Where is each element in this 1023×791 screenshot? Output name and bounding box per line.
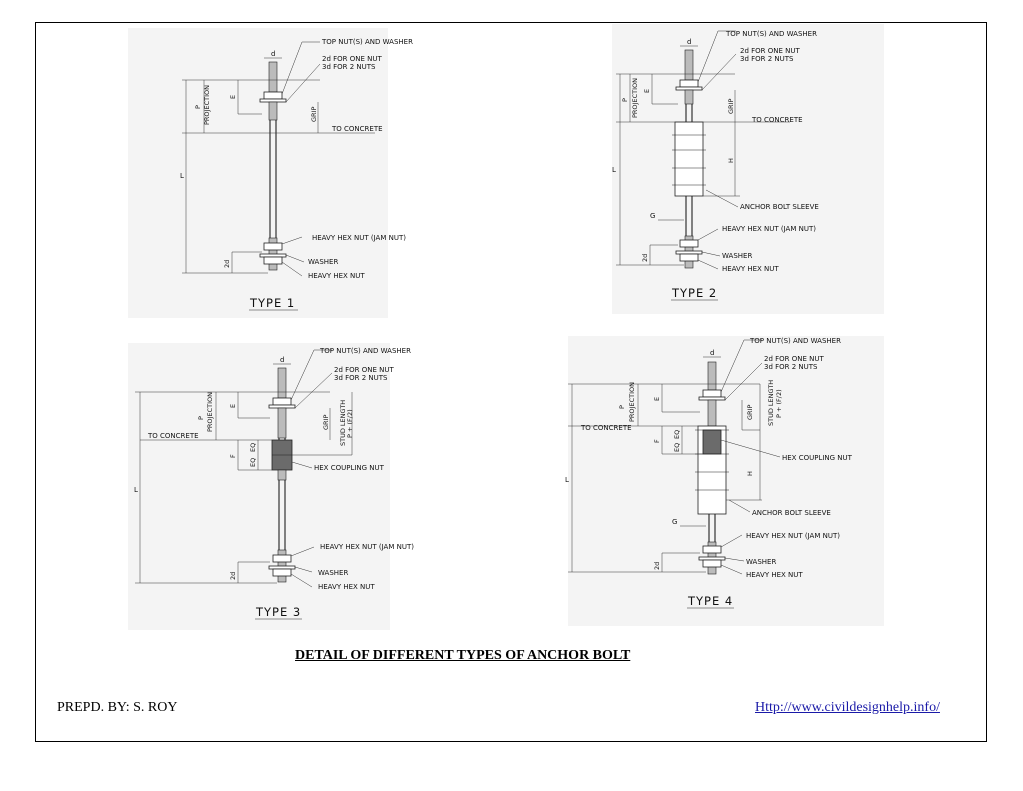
t4-jam-label: HEAVY HEX NUT (JAM NUT) [746,532,840,540]
t3-jam-label: HEAVY HEX NUT (JAM NUT) [320,543,414,551]
t4-h-label: H [746,471,754,476]
t4-p-label: P [618,405,626,409]
t2-e-label: E [643,89,651,93]
type-1-panel [128,28,388,318]
t4-stud-label: STUD LENGTH [767,380,775,426]
t1-2d-dim-label: 2d [223,260,231,268]
t2-2d-dim-label: 2d [641,254,649,262]
t3-p-label: P [197,416,205,420]
t4-eq1-label: EQ [673,430,681,439]
t2-washer-label: WASHER [722,252,752,260]
prepared-by: PREPD. BY: S. ROY [57,700,178,715]
t3-l-label: L [134,486,138,494]
t2-2d-label: 2d FOR ONE NUT [740,47,801,55]
type-2-label: TYPE 2 [671,286,717,300]
t4-projection-label: PROJECTION [628,382,636,422]
t2-d-label: d [687,38,691,46]
t3-eq1-label: EQ [249,443,257,452]
website-link[interactable]: Http://www.civildesignhelp.info/ [755,700,940,715]
t2-grip-label: GRIP [727,99,735,114]
t4-sleeve-label: ANCHOR BOLT SLEEVE [752,509,831,517]
t1-3d-label: 3d FOR 2 NUTS [322,63,376,71]
t4-eq2-label: EQ [673,443,681,452]
t4-d-label: d [710,349,714,357]
t1-p-label: P [194,105,202,109]
page-title: DETAIL OF DIFFERENT TYPES OF ANCHOR BOLT [295,648,631,663]
t4-2d-dim-label: 2d [653,562,661,570]
type-3-panel [128,343,390,630]
t2-sleeve-label: ANCHOR BOLT SLEEVE [740,203,819,211]
t2-projection-label: PROJECTION [631,78,639,118]
t4-top-nut-label: TOP NUT(S) AND WASHER [749,337,841,345]
t3-3d-label: 3d FOR 2 NUTS [334,374,388,382]
type-1-label: TYPE 1 [249,296,295,310]
t4-l-label: L [565,476,569,484]
t3-f-label: F [229,454,237,458]
t2-heavy-label: HEAVY HEX NUT [722,265,779,273]
t1-grip-label: GRIP [310,107,318,122]
t1-jam-label: HEAVY HEX NUT (JAM NUT) [312,234,406,242]
t3-stud-formula: P + (F/2) [346,409,354,438]
t1-l-label: L [180,172,184,180]
t3-e-label: E [229,404,237,408]
t1-heavy-label: HEAVY HEX NUT [308,272,365,280]
t4-3d-label: 3d FOR 2 NUTS [764,363,818,371]
t1-projection-label: PROJECTION [203,85,211,125]
t1-d-label: d [271,50,275,58]
t4-heavy-label: HEAVY HEX NUT [746,571,803,579]
t3-2d-label: 2d FOR ONE NUT [334,366,395,374]
t3-stud-label: STUD LENGTH [339,400,347,446]
t2-concrete-label: TO CONCRETE [751,116,803,124]
type-2-drawing: TOP NUT(S) AND WASHER 2d FOR ONE NUT 3d … [612,30,819,301]
t1-e-label: E [229,95,237,99]
t2-p-label: P [621,98,629,102]
t3-coupling-label: HEX COUPLING NUT [314,464,385,472]
type-4-label: TYPE 4 [687,594,733,608]
t4-f-label: F [653,439,661,443]
t4-grip-label: GRIP [746,405,754,420]
t2-l-label: L [612,166,616,174]
t2-g-label: G [650,212,655,220]
t3-grip-label: GRIP [322,415,330,430]
t4-concrete-label: TO CONCRETE [580,424,632,432]
t3-d-label: d [280,356,284,364]
t1-concrete-label: TO CONCRETE [331,125,383,133]
type-1-drawing: TOP NUT(S) AND WASHER 2d FOR ONE NUT 3d … [180,38,413,311]
type-3-label: TYPE 3 [255,605,301,619]
t1-top-nut-label: TOP NUT(S) AND WASHER [321,38,413,46]
t1-washer-label: WASHER [308,258,338,266]
t3-eq2-label: EQ [249,458,257,467]
type-3-drawing: TOP NUT(S) AND WASHER 2d FOR ONE NUT 3d … [134,347,414,620]
t3-heavy-label: HEAVY HEX NUT [318,583,375,591]
t2-3d-label: 3d FOR 2 NUTS [740,55,794,63]
t2-jam-label: HEAVY HEX NUT (JAM NUT) [722,225,816,233]
drawing-frame [35,22,987,742]
t3-top-nut-label: TOP NUT(S) AND WASHER [319,347,411,355]
t1-2d-label: 2d FOR ONE NUT [322,55,383,63]
t3-2d-dim-label: 2d [229,572,237,580]
type-2-panel [612,24,884,314]
t4-g-label: G [672,518,677,526]
t4-coupling-label: HEX COUPLING NUT [782,454,853,462]
t3-concrete-label: TO CONCRETE [147,432,199,440]
t3-projection-label: PROJECTION [206,392,214,432]
t4-washer-label: WASHER [746,558,776,566]
t4-e-label: E [653,397,661,401]
t2-top-nut-label: TOP NUT(S) AND WASHER [725,30,817,38]
t4-stud-formula: P + (F/2) [775,389,783,418]
t2-h-label: H [727,158,735,163]
t3-washer-label: WASHER [318,569,348,577]
t4-2d-label: 2d FOR ONE NUT [764,355,825,363]
type-4-drawing: TOP NUT(S) AND WASHER 2d FOR ONE NUT 3d … [565,337,853,609]
